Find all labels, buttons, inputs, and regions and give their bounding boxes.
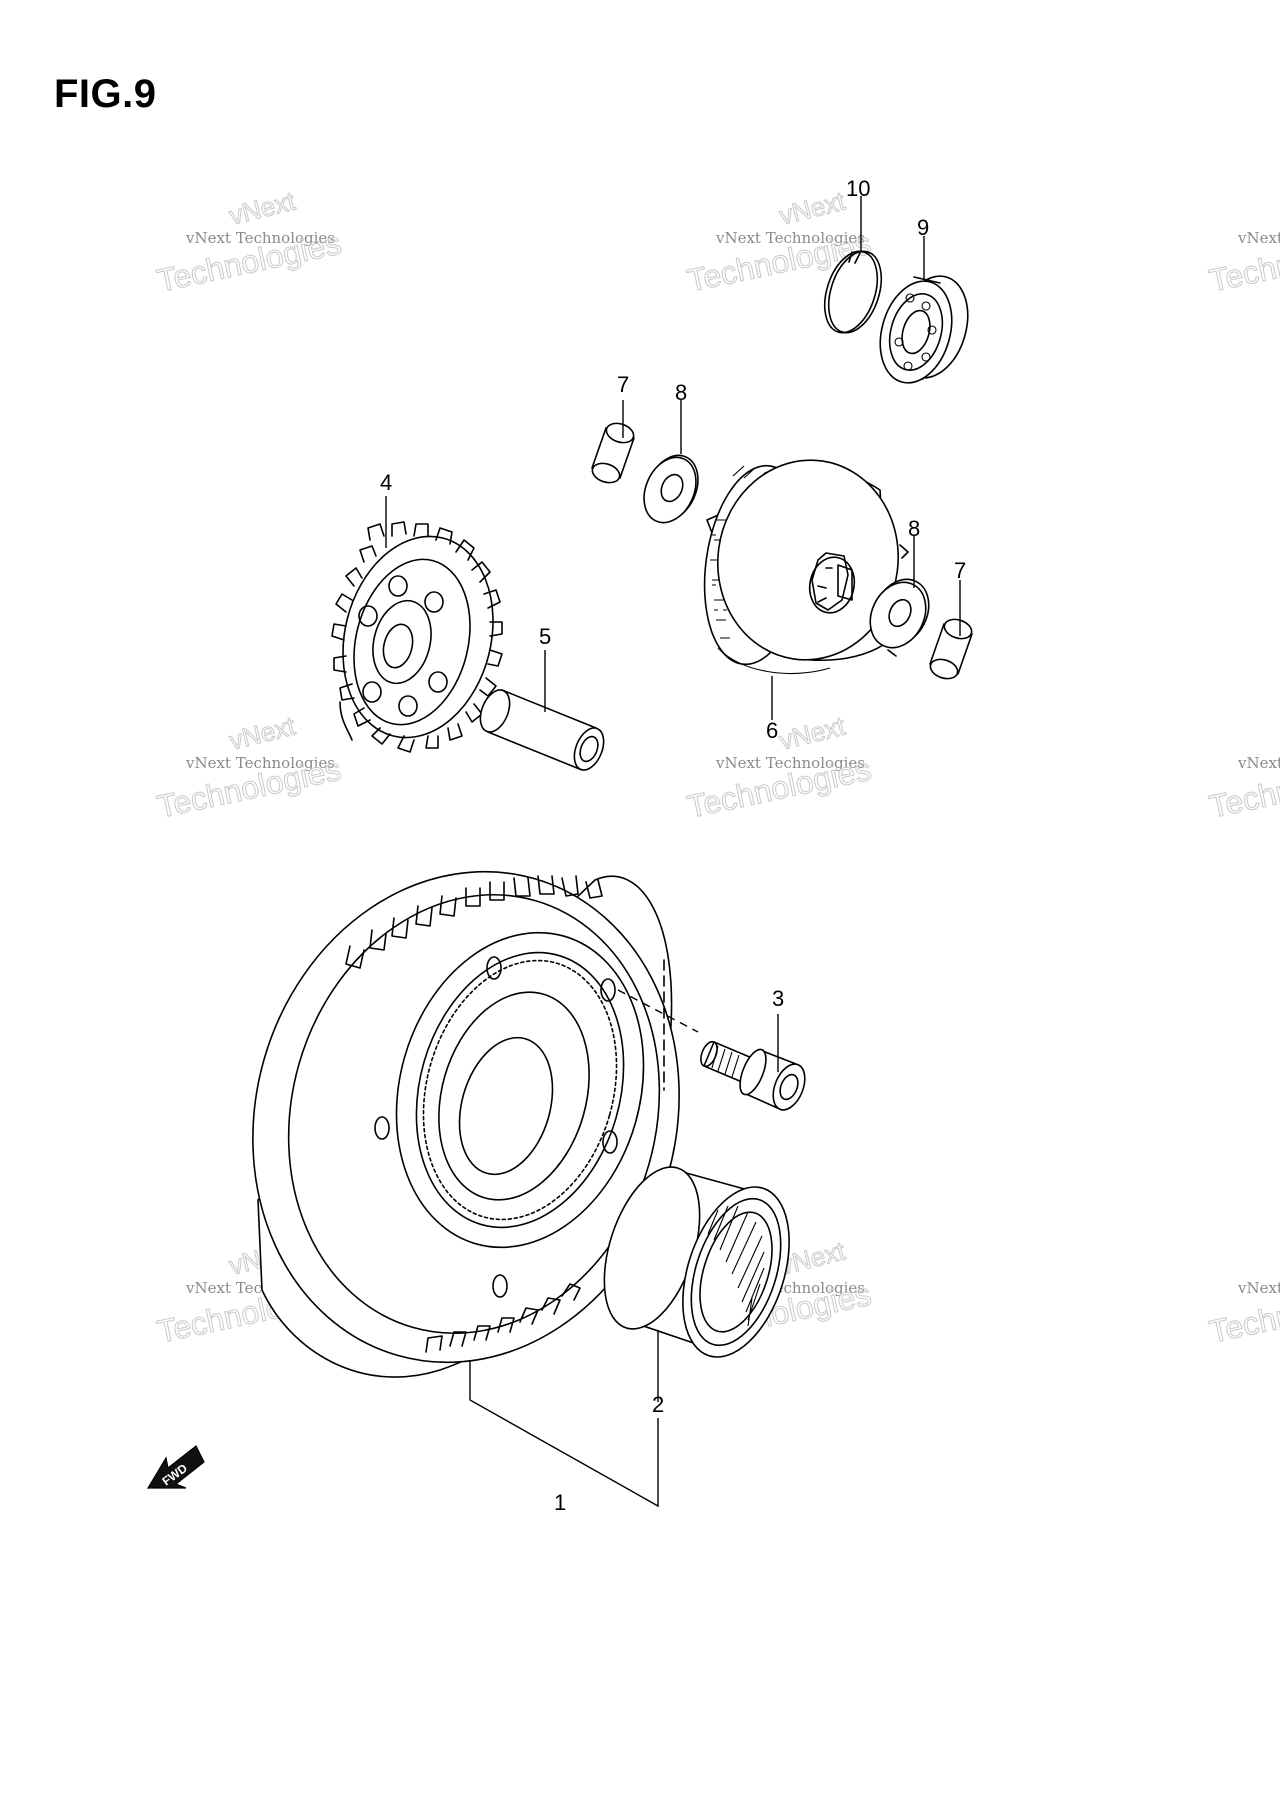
callout-1: 1 bbox=[554, 1490, 566, 1515]
svg-text:vNext Technologies: vNext Technologies bbox=[715, 229, 865, 247]
watermark: vNext vNext Technologies Technologies bbox=[683, 185, 874, 299]
callout-8-upper: 8 bbox=[675, 380, 687, 405]
callout-7-lower: 7 bbox=[954, 558, 966, 583]
callout-9: 9 bbox=[917, 215, 929, 240]
svg-text:vNext Technologies: vNext Technologies bbox=[1237, 1279, 1280, 1297]
part-7-sleeve-lower[interactable] bbox=[928, 616, 974, 682]
svg-text:vNext Technologies: vNext Technologies bbox=[185, 229, 335, 247]
callout-2: 2 bbox=[652, 1392, 664, 1417]
part-7-sleeve-upper[interactable] bbox=[590, 420, 636, 486]
svg-text:vNext Technologies: vNext Technologies bbox=[185, 754, 335, 772]
watermark: vNext Technologies Technologies bbox=[1205, 1275, 1280, 1350]
part-9-bearing[interactable] bbox=[869, 268, 979, 392]
part-6-starter-clutch[interactable] bbox=[693, 448, 911, 675]
watermark: vNext vNext Technologies Technologies bbox=[153, 185, 344, 299]
callout-7-upper: 7 bbox=[617, 372, 629, 397]
svg-text:vNext: vNext bbox=[776, 710, 848, 755]
figure-title: FIG.9 bbox=[54, 72, 157, 116]
part-10-circlip[interactable] bbox=[815, 245, 891, 340]
part-3-bolt[interactable] bbox=[698, 1039, 811, 1114]
part-4-idle-gear[interactable] bbox=[322, 520, 513, 753]
leader-lines bbox=[385, 196, 961, 1508]
callout-10: 10 bbox=[846, 176, 870, 201]
part-8-washer-lower[interactable] bbox=[860, 570, 940, 657]
watermark: vNext Technologies Technologies bbox=[1205, 750, 1280, 825]
svg-text:vNext Technologies: vNext Technologies bbox=[1237, 754, 1280, 772]
part-8-washer-upper[interactable] bbox=[634, 447, 708, 531]
svg-text:vNext: vNext bbox=[776, 185, 848, 230]
part-1-starter-driven-gear[interactable] bbox=[196, 821, 736, 1414]
callout-5: 5 bbox=[539, 624, 551, 649]
callout-3: 3 bbox=[772, 986, 784, 1011]
callout-8-lower: 8 bbox=[908, 516, 920, 541]
svg-text:vNext: vNext bbox=[226, 710, 298, 755]
svg-text:vNext Technologies: vNext Technologies bbox=[715, 754, 865, 772]
svg-text:vNext: vNext bbox=[226, 185, 298, 230]
part-2-needle-bearing[interactable] bbox=[586, 1155, 809, 1370]
watermark: vNext vNext Technologies Technologies bbox=[153, 710, 344, 825]
callout-4: 4 bbox=[380, 470, 392, 495]
part-5-shaft[interactable] bbox=[475, 686, 610, 775]
fwd-arrow-icon: FWD bbox=[146, 1445, 205, 1489]
watermark: vNext vNext Technologies Technologies bbox=[683, 710, 874, 825]
callout-labels: 10 9 7 8 4 5 8 7 6 3 2 1 bbox=[380, 176, 966, 1515]
callout-6: 6 bbox=[766, 718, 778, 743]
svg-text:vNext Technologies: vNext Technologies bbox=[1237, 229, 1280, 247]
watermark: vNext Technologies Technologies bbox=[1205, 224, 1280, 299]
